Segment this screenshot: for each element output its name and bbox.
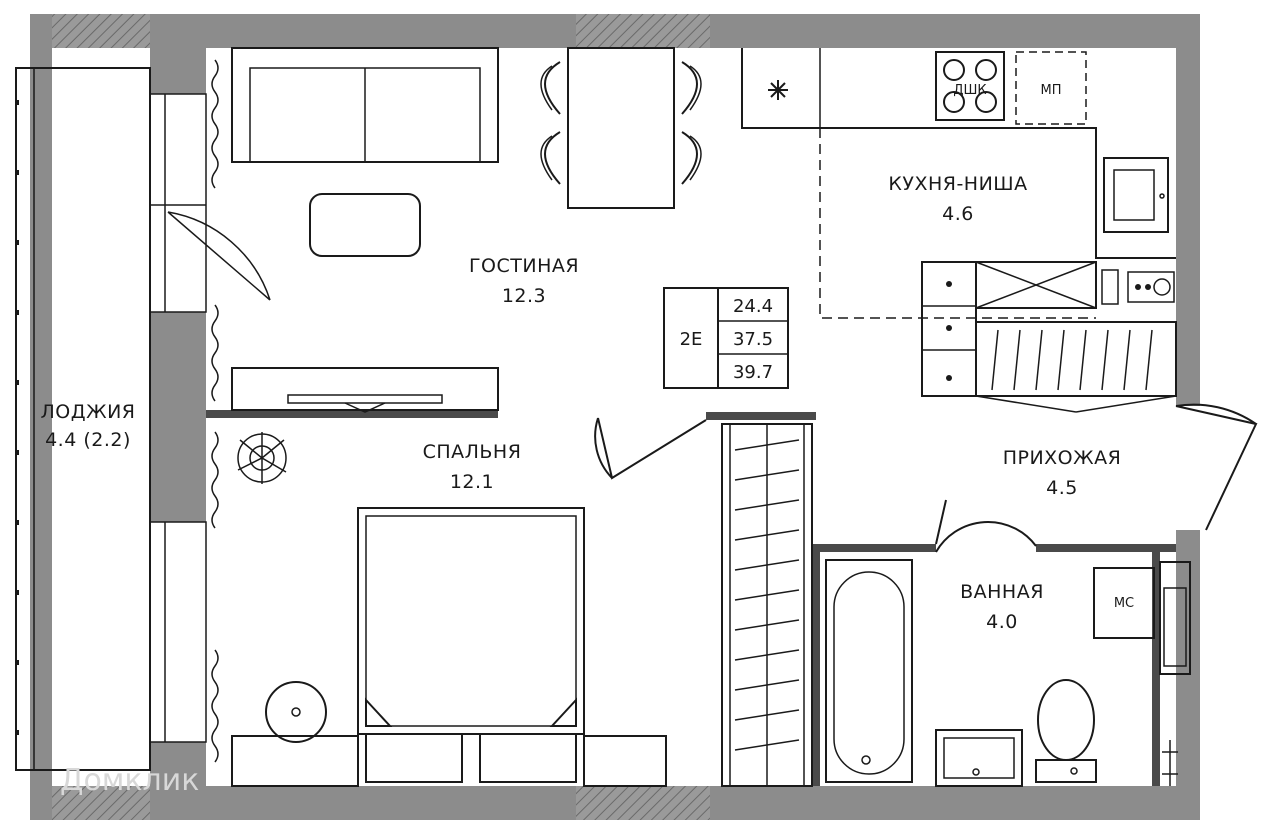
bathroom-door	[935, 499, 1037, 553]
info-value-living: 24.4	[733, 296, 773, 317]
info-value-full: 39.7	[733, 362, 773, 383]
living-room-area: 12.3	[502, 285, 546, 307]
bathtub	[825, 559, 913, 783]
plant-icon	[237, 432, 287, 484]
loggia	[15, 67, 151, 771]
loggia-name: ЛОДЖИЯ	[41, 401, 136, 423]
kitchen-counter	[741, 48, 1176, 319]
windows	[149, 93, 271, 743]
toilet-icon	[1035, 679, 1097, 783]
stove-icon: ДШК	[935, 51, 1005, 121]
curtains	[211, 59, 219, 763]
bedroom-area: 12.1	[450, 471, 494, 493]
washer-label: МС	[1114, 596, 1134, 611]
bathroom-name: ВАННАЯ	[960, 581, 1044, 603]
sink-icon	[1103, 157, 1169, 233]
bedroom-wardrobe	[721, 423, 813, 787]
hallway-area: 4.5	[1046, 477, 1078, 499]
sofa	[231, 47, 499, 163]
bathroom-sink	[935, 729, 1023, 787]
entrance-door	[1175, 403, 1258, 531]
apartment-code: 2Е	[680, 329, 703, 350]
stove-label: ДШК	[953, 83, 986, 98]
microwave-icon: МП	[1015, 51, 1087, 125]
microwave-label: МП	[1041, 83, 1062, 98]
coffee-table	[309, 193, 421, 257]
living-room-name: ГОСТИНАЯ	[469, 255, 579, 277]
bathroom-area: 4.0	[986, 611, 1018, 633]
kitchen-area: 4.6	[942, 203, 974, 225]
info-value-total: 37.5	[733, 329, 773, 350]
tv-stand	[231, 367, 499, 413]
walls	[30, 14, 1200, 820]
area-info-box: 2Е 24.4 37.5 39.7	[663, 287, 789, 389]
loggia-area: 4.4 (2.2)	[45, 429, 131, 451]
fridge-icon	[768, 80, 788, 100]
washer-icon: МС	[1093, 567, 1155, 639]
bedroom-name: СПАЛЬНЯ	[423, 441, 522, 463]
watermark-text: Домклик	[60, 763, 199, 798]
room-labels: ГОСТИНАЯ 12.3 КУХНЯ-НИША 4.6 СПАЛЬНЯ 12.…	[41, 173, 1122, 633]
desk	[231, 681, 667, 787]
dining-table	[540, 47, 702, 209]
hallway-cabinets	[921, 261, 1177, 413]
kitchen-name: КУХНЯ-НИША	[888, 173, 1027, 195]
bathroom-shaft	[1159, 561, 1191, 786]
hallway-name: ПРИХОЖАЯ	[1003, 447, 1122, 469]
bedroom-door	[594, 417, 707, 480]
bed	[357, 507, 585, 783]
